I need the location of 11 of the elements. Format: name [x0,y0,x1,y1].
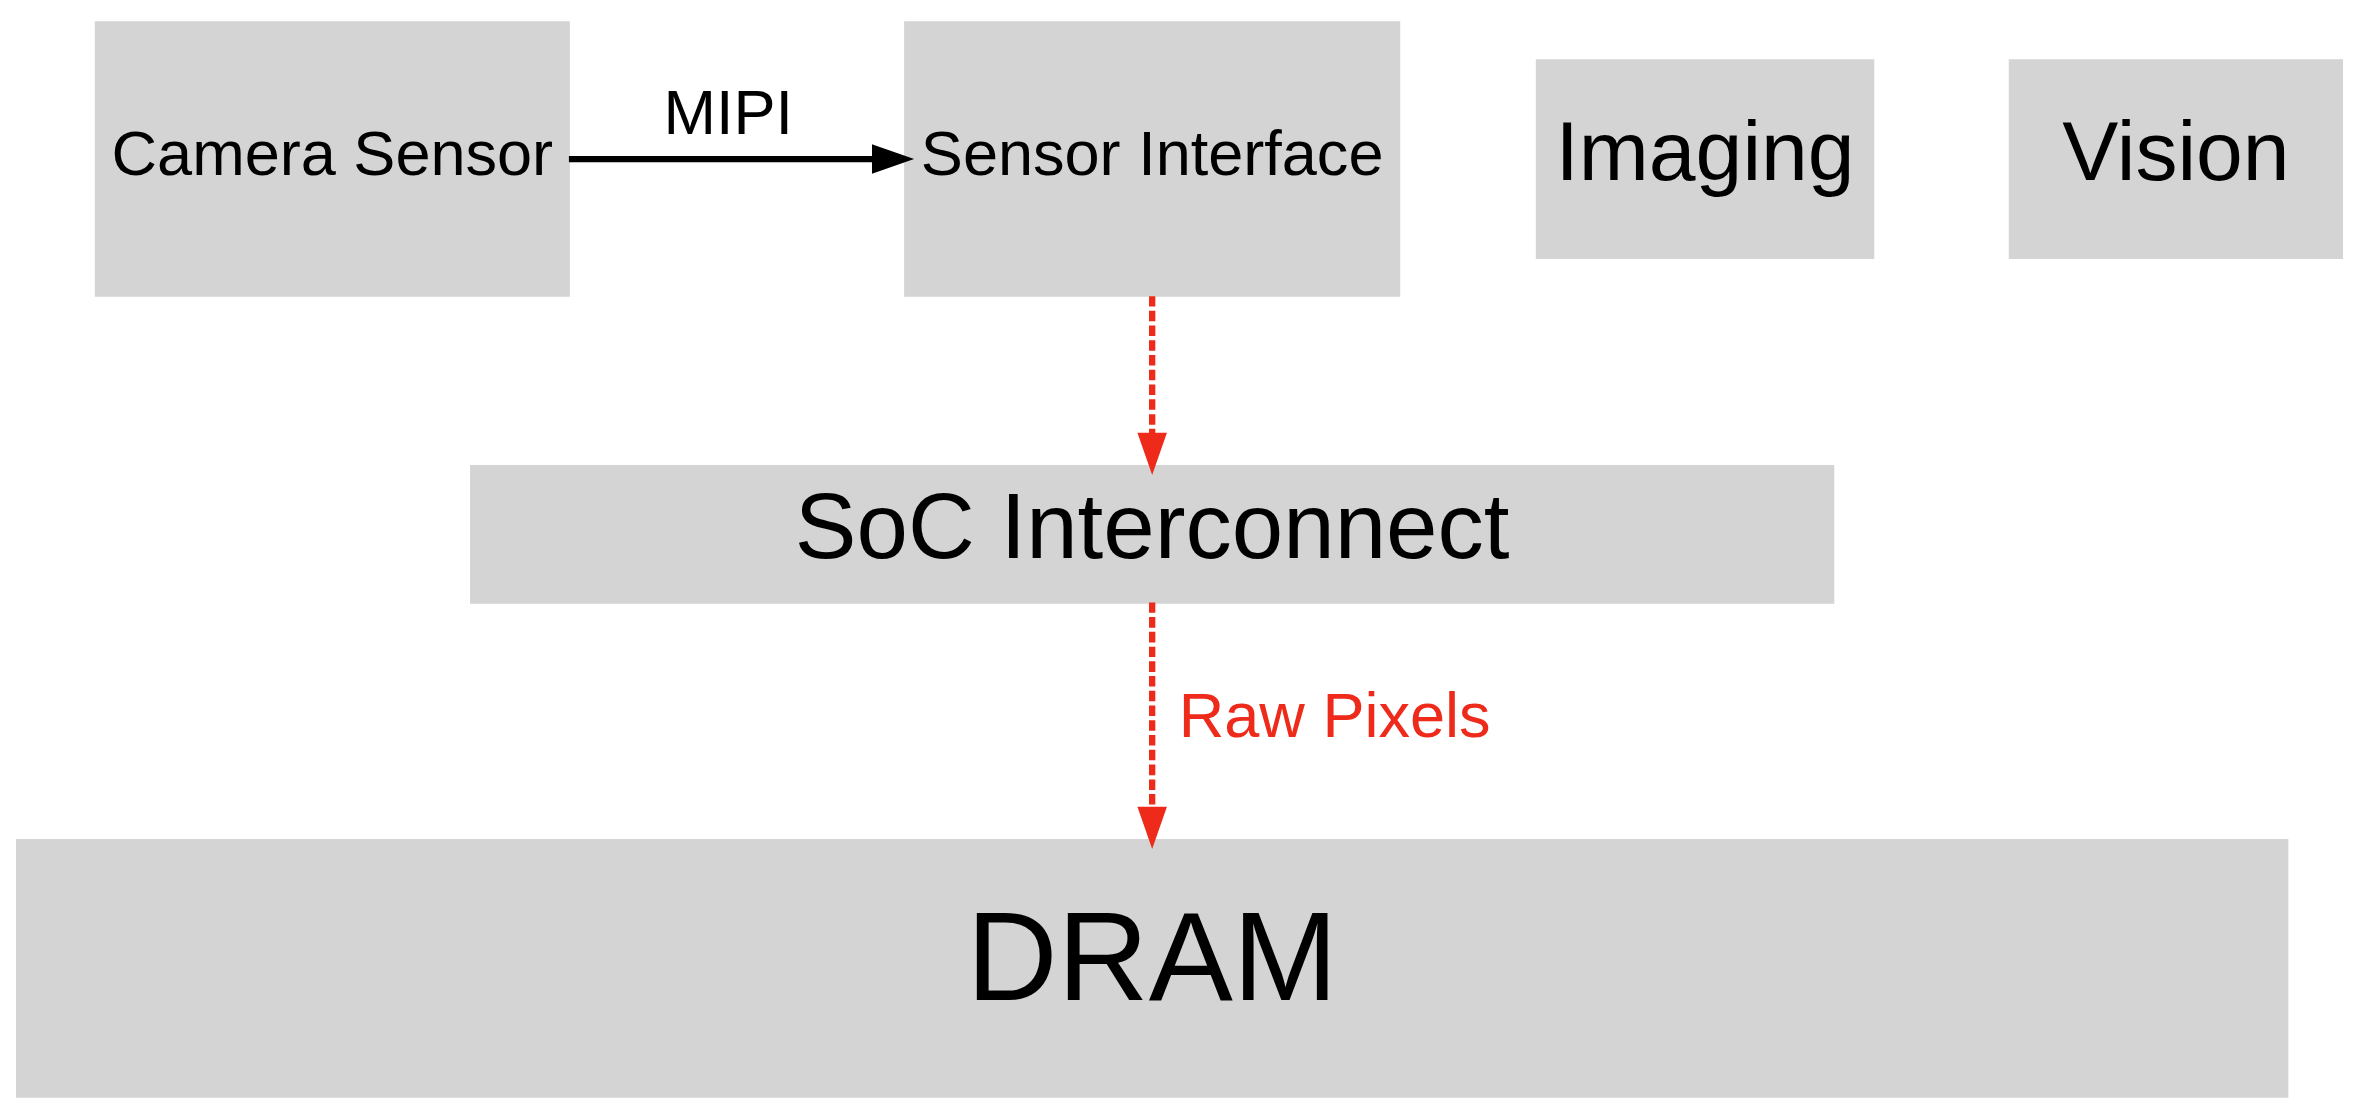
node-box: Imaging [1535,59,1875,259]
edge-label: MIPI [663,76,794,147]
arrow [1137,602,1167,849]
edge-label: Raw Pixels [1178,680,1491,751]
node-box: Vision [2008,59,2343,259]
arrow [568,144,915,174]
node-box: Camera Sensor [94,21,570,297]
node-box: Sensor Interface [904,21,1401,297]
node-box: DRAM [16,839,2289,1098]
node-box: SoC Interconnect [470,464,1835,604]
arrow [1137,296,1167,475]
